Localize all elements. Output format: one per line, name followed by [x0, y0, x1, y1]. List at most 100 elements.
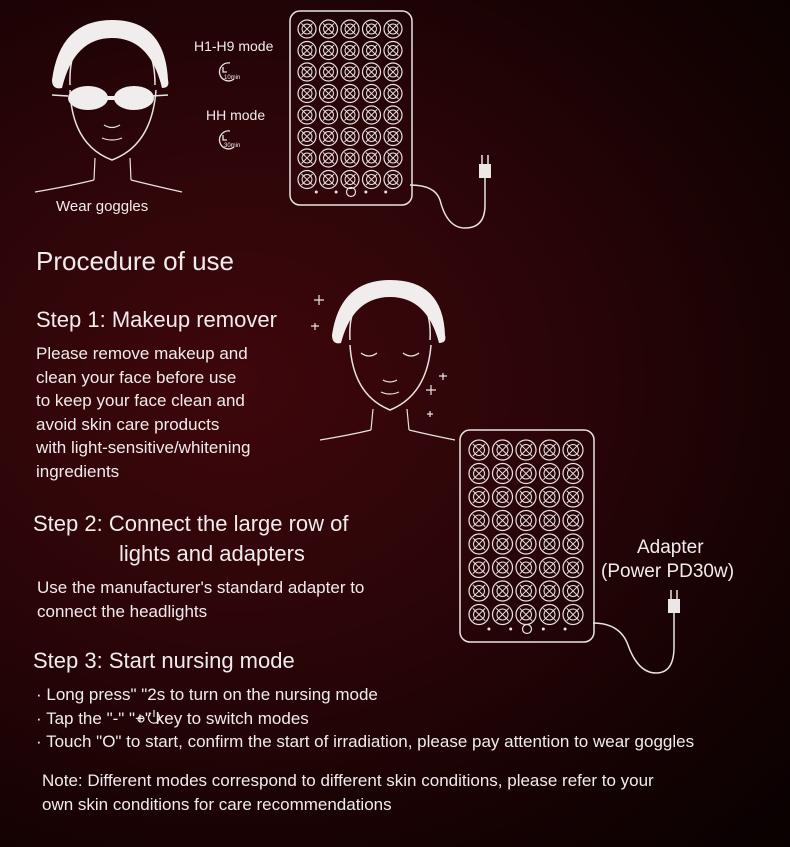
- led-bead: [515, 556, 537, 579]
- led-bead: [318, 40, 339, 61]
- led-bead: [515, 603, 537, 626]
- power-cable: [409, 155, 491, 229]
- led-bead: [468, 580, 490, 602]
- led-bead: [318, 148, 339, 168]
- led-bead: [491, 509, 514, 532]
- led-bead: [468, 462, 490, 485]
- led-bead: [491, 462, 514, 485]
- goggles-caption: Wear goggles: [56, 198, 149, 215]
- led-bead: [383, 126, 403, 147]
- text-line: clean your face before use: [36, 367, 237, 387]
- step3-bullets: · Long press" "2s to turn on the nursing…: [36, 683, 694, 754]
- led-bead: [361, 19, 382, 39]
- led-bead: [515, 509, 537, 532]
- led-bead: [468, 486, 490, 508]
- led-bead: [340, 126, 360, 147]
- led-bead: [383, 40, 403, 61]
- led-bead: [297, 40, 317, 61]
- led-bead: [318, 169, 339, 190]
- led-bead: [491, 580, 514, 602]
- led-bead: [297, 169, 317, 190]
- text-line: own skin conditions for care recommendat…: [42, 794, 392, 814]
- led-bead: [538, 509, 561, 532]
- led-bead: [562, 603, 584, 626]
- led-bead: [562, 439, 584, 461]
- led-bead: [562, 556, 584, 579]
- adapter-power-label: (Power PD30w): [601, 561, 735, 582]
- text-line: to keep your face clean and: [36, 391, 245, 410]
- led-bead: [538, 603, 561, 626]
- led-bead: [318, 62, 339, 82]
- led-bead: [361, 169, 382, 190]
- led-bead: [297, 148, 317, 168]
- led-bead: [562, 486, 584, 508]
- led-bead: [538, 439, 561, 461]
- led-bead: [340, 169, 360, 190]
- mode2-time: 30min: [224, 143, 241, 149]
- led-bead: [340, 83, 360, 104]
- text-line: Note: Different modes correspond to diff…: [42, 771, 654, 790]
- panel-buttons: [314, 186, 388, 198]
- led-bead: [297, 126, 317, 147]
- led-bead: [383, 105, 403, 125]
- led-bead: [538, 580, 561, 602]
- led-bead: [361, 40, 382, 61]
- procedure-title: Procedure of use: [36, 246, 235, 276]
- led-bead: [491, 603, 514, 626]
- led-bead: [383, 148, 403, 168]
- led-bead: [468, 603, 490, 626]
- led-bead: [340, 105, 360, 125]
- led-bead: [318, 126, 339, 147]
- led-bead: [361, 126, 382, 147]
- face-clean-illustration: [311, 280, 456, 441]
- text-line: Use the manufacturer's standard adapter …: [37, 578, 365, 597]
- step1-text: Please remove makeup and clean your face…: [36, 342, 251, 483]
- led-bead: [297, 105, 317, 125]
- led-bead: [562, 533, 584, 555]
- mode2-label: HH mode: [206, 107, 266, 123]
- led-bead: [562, 462, 584, 485]
- led-bead: [297, 83, 317, 104]
- panel-buttons: [487, 623, 567, 635]
- clock-icon: [218, 130, 235, 150]
- led-bead: [318, 105, 339, 125]
- led-panel-illustration: [459, 429, 595, 643]
- text-line: with light-sensitive/whitening: [36, 438, 251, 457]
- face-goggles-illustration: [34, 20, 183, 193]
- led-bead: [562, 580, 584, 602]
- text-line: Please remove makeup and: [36, 344, 248, 363]
- step2-title: Step 2: Connect the large row of: [33, 511, 349, 536]
- led-bead: [538, 462, 561, 485]
- led-bead: [318, 83, 339, 104]
- mode1-label: H1-H9 mode: [194, 38, 274, 54]
- led-bead: [361, 83, 382, 104]
- led-bead: [538, 533, 561, 555]
- list-item: · Touch "O" to start, confirm the start …: [36, 732, 695, 751]
- led-bead: [538, 556, 561, 579]
- led-bead: [297, 19, 317, 39]
- led-bead: [491, 439, 514, 461]
- led-bead: [515, 439, 537, 461]
- led-panel-illustration: [289, 10, 413, 206]
- led-bead: [383, 83, 403, 104]
- step1-title: Step 1: Makeup remover: [36, 307, 277, 332]
- led-bead: [562, 509, 584, 532]
- led-bead: [340, 62, 360, 82]
- list-item: · Tap the "-" "+" key to switch modes: [36, 708, 309, 728]
- led-bead: [361, 105, 382, 125]
- power-cable: [592, 590, 680, 674]
- led-bead: [383, 19, 403, 39]
- led-bead: [515, 533, 537, 555]
- text-line: avoid skin care products: [36, 414, 220, 434]
- step2-title-continued: lights and adapters: [119, 541, 305, 566]
- led-bead: [491, 533, 514, 555]
- led-bead: [515, 462, 537, 485]
- led-bead: [538, 486, 561, 508]
- mode1-time: 10min: [224, 75, 241, 81]
- led-bead: [340, 148, 360, 168]
- led-bead: [340, 40, 360, 61]
- note-text: Note: Different modes correspond to diff…: [42, 769, 654, 816]
- text-line: ingredients: [36, 461, 120, 481]
- minus-power-plus-icon: [137, 710, 161, 724]
- led-bead: [340, 19, 360, 39]
